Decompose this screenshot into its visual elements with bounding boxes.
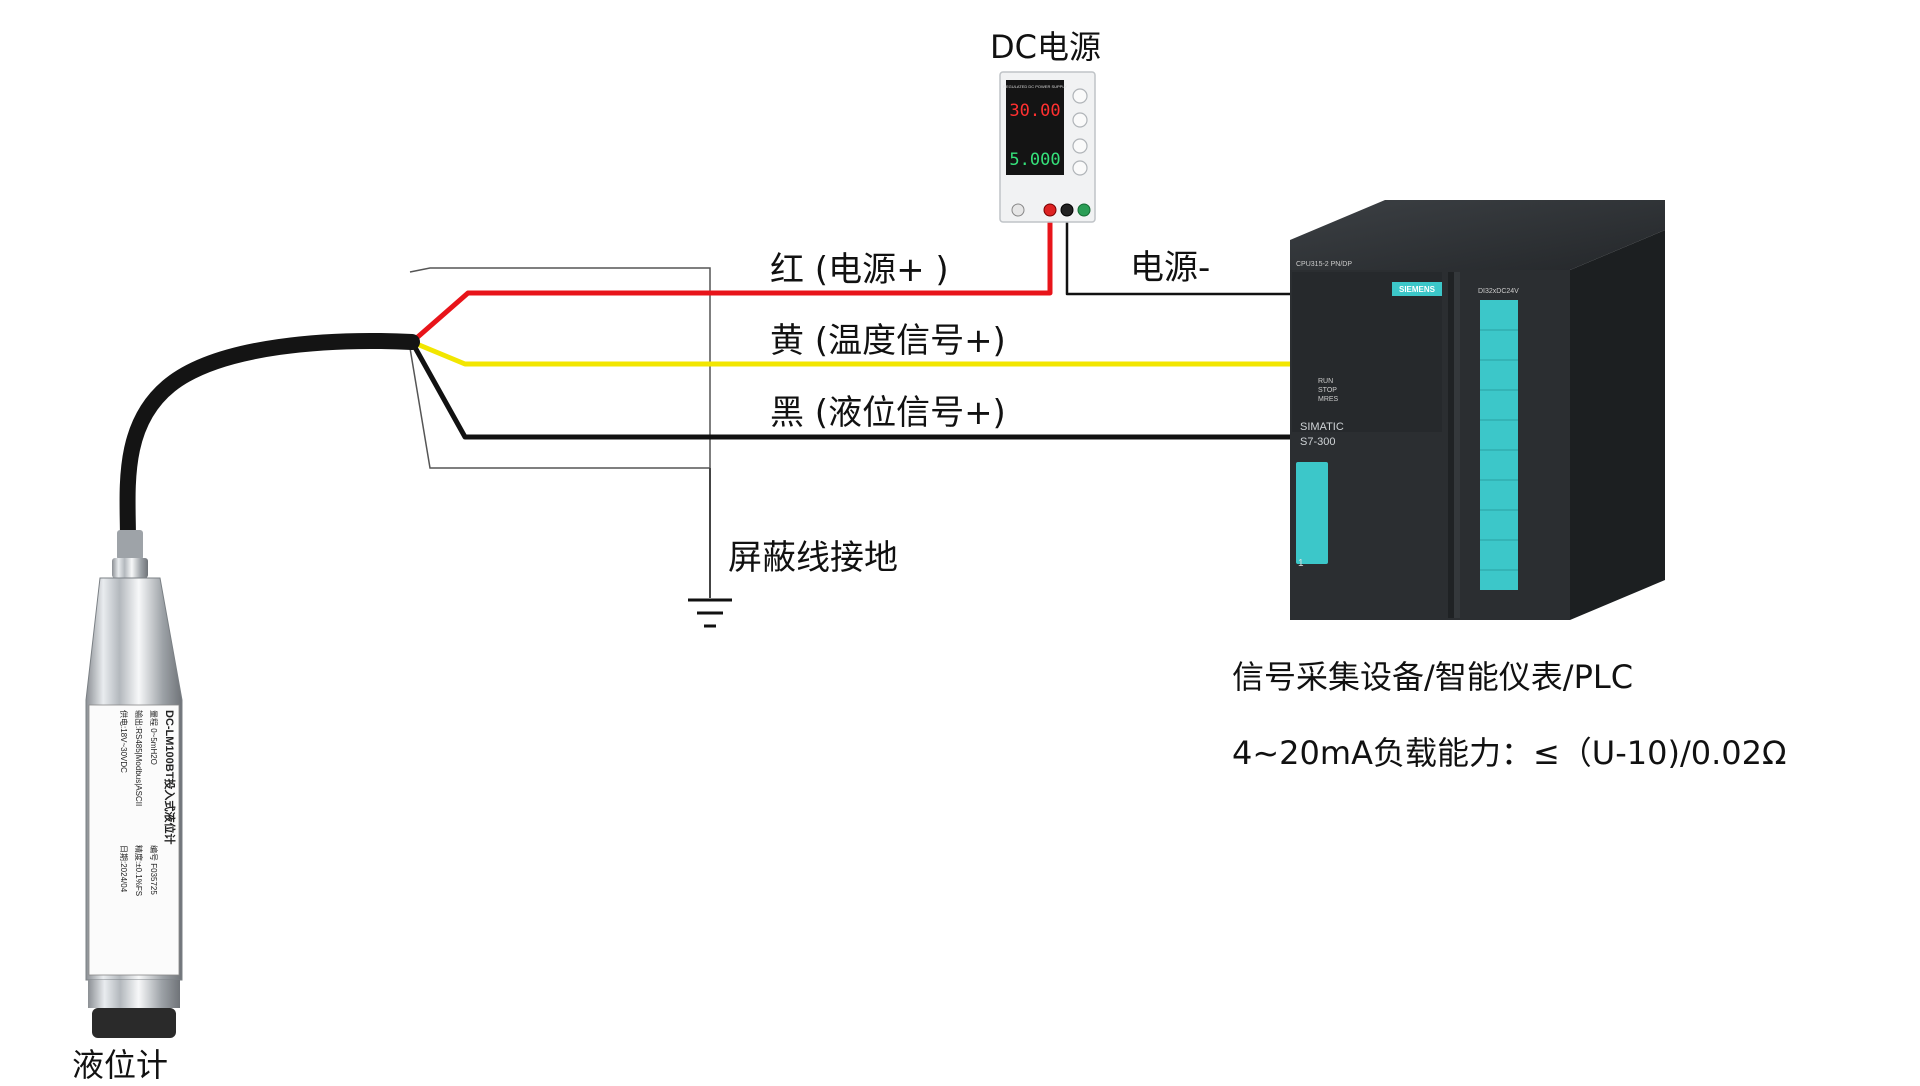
plc-model-line1: SIMATIC: [1300, 421, 1344, 433]
sensor-supply: 供电:18V~30VDC: [119, 710, 129, 773]
sensor-accuracy: 精度:±0.1%FS: [134, 845, 144, 896]
sensor-cable: [119, 333, 420, 548]
plc-slot-number: 1: [1298, 558, 1304, 569]
sensor-spec-label: [88, 704, 180, 976]
load-capacity-label: 4~20mA负载能力：≤（U-10)/0.02Ω: [1232, 734, 1787, 772]
wire-bundle: [409, 200, 1290, 440]
device-title-label: 信号采集设备/智能仪表/PLC: [1232, 658, 1634, 696]
level-sensor: DC-LM100BT投入式液位计 量程 0~5mH2O 编号 F035725 输…: [85, 530, 183, 1038]
sensor-date: 日期:2024/04: [119, 845, 128, 893]
plc-mode-stop: STOP: [1318, 387, 1337, 394]
sensor-serial: 编号 F035725: [149, 845, 159, 895]
plc-module-label: DI32xDC24V: [1478, 288, 1519, 295]
shield-ground-label: 屏蔽线接地: [728, 538, 898, 578]
sensor-name-label: 液位计: [72, 1046, 169, 1084]
dc-power-label: DC电源: [990, 28, 1101, 66]
psu-current-display: 5.000: [1009, 150, 1060, 170]
wire-power-neg: [1065, 200, 1290, 296]
sensor-output: 输出:RS485|Modbus|ASCII: [134, 710, 144, 806]
plc-mode-run: RUN: [1318, 378, 1333, 385]
plc-io-module: [1480, 300, 1518, 590]
plc-cpu-label: CPU315-2 PN/DP: [1296, 261, 1352, 268]
psu-knob-icons: [1072, 88, 1088, 176]
plc-memory-card: [1296, 462, 1328, 564]
wire-yellow-label: 黄 (温度信号+): [770, 321, 1006, 361]
wire-yellow: [411, 339, 1290, 367]
psu-voltage-display: 30.00: [1009, 101, 1060, 121]
plc-mode-mres: MRES: [1318, 396, 1339, 403]
wire-red-label: 红 (电源+ ): [770, 250, 949, 290]
sensor-range: 量程 0~5mH2O: [149, 710, 158, 765]
dc-power-supply: REGULATED DC POWER SUPPLY 30.00 5.000: [999, 71, 1096, 223]
wire-black-label: 黑 (液位信号+): [770, 393, 1006, 433]
plc-model-line2: S7-300: [1300, 436, 1335, 448]
ground-icon: [688, 598, 732, 628]
psu-terminal-icons: [1011, 203, 1091, 217]
plc-device: SIEMENS CPU315-2 PN/DP RUN STOP MRES SIM…: [1290, 200, 1665, 620]
plc-brand: SIEMENS: [1399, 285, 1436, 294]
wire-power-neg-label: 电源-: [1130, 248, 1211, 288]
psu-brand: REGULATED DC POWER SUPPLY: [1003, 84, 1067, 89]
wire-black: [409, 340, 1290, 440]
wire-red: [410, 200, 1053, 344]
sensor-product: DC-LM100BT投入式液位计: [163, 710, 177, 844]
shield-enclosure: [409, 267, 732, 628]
